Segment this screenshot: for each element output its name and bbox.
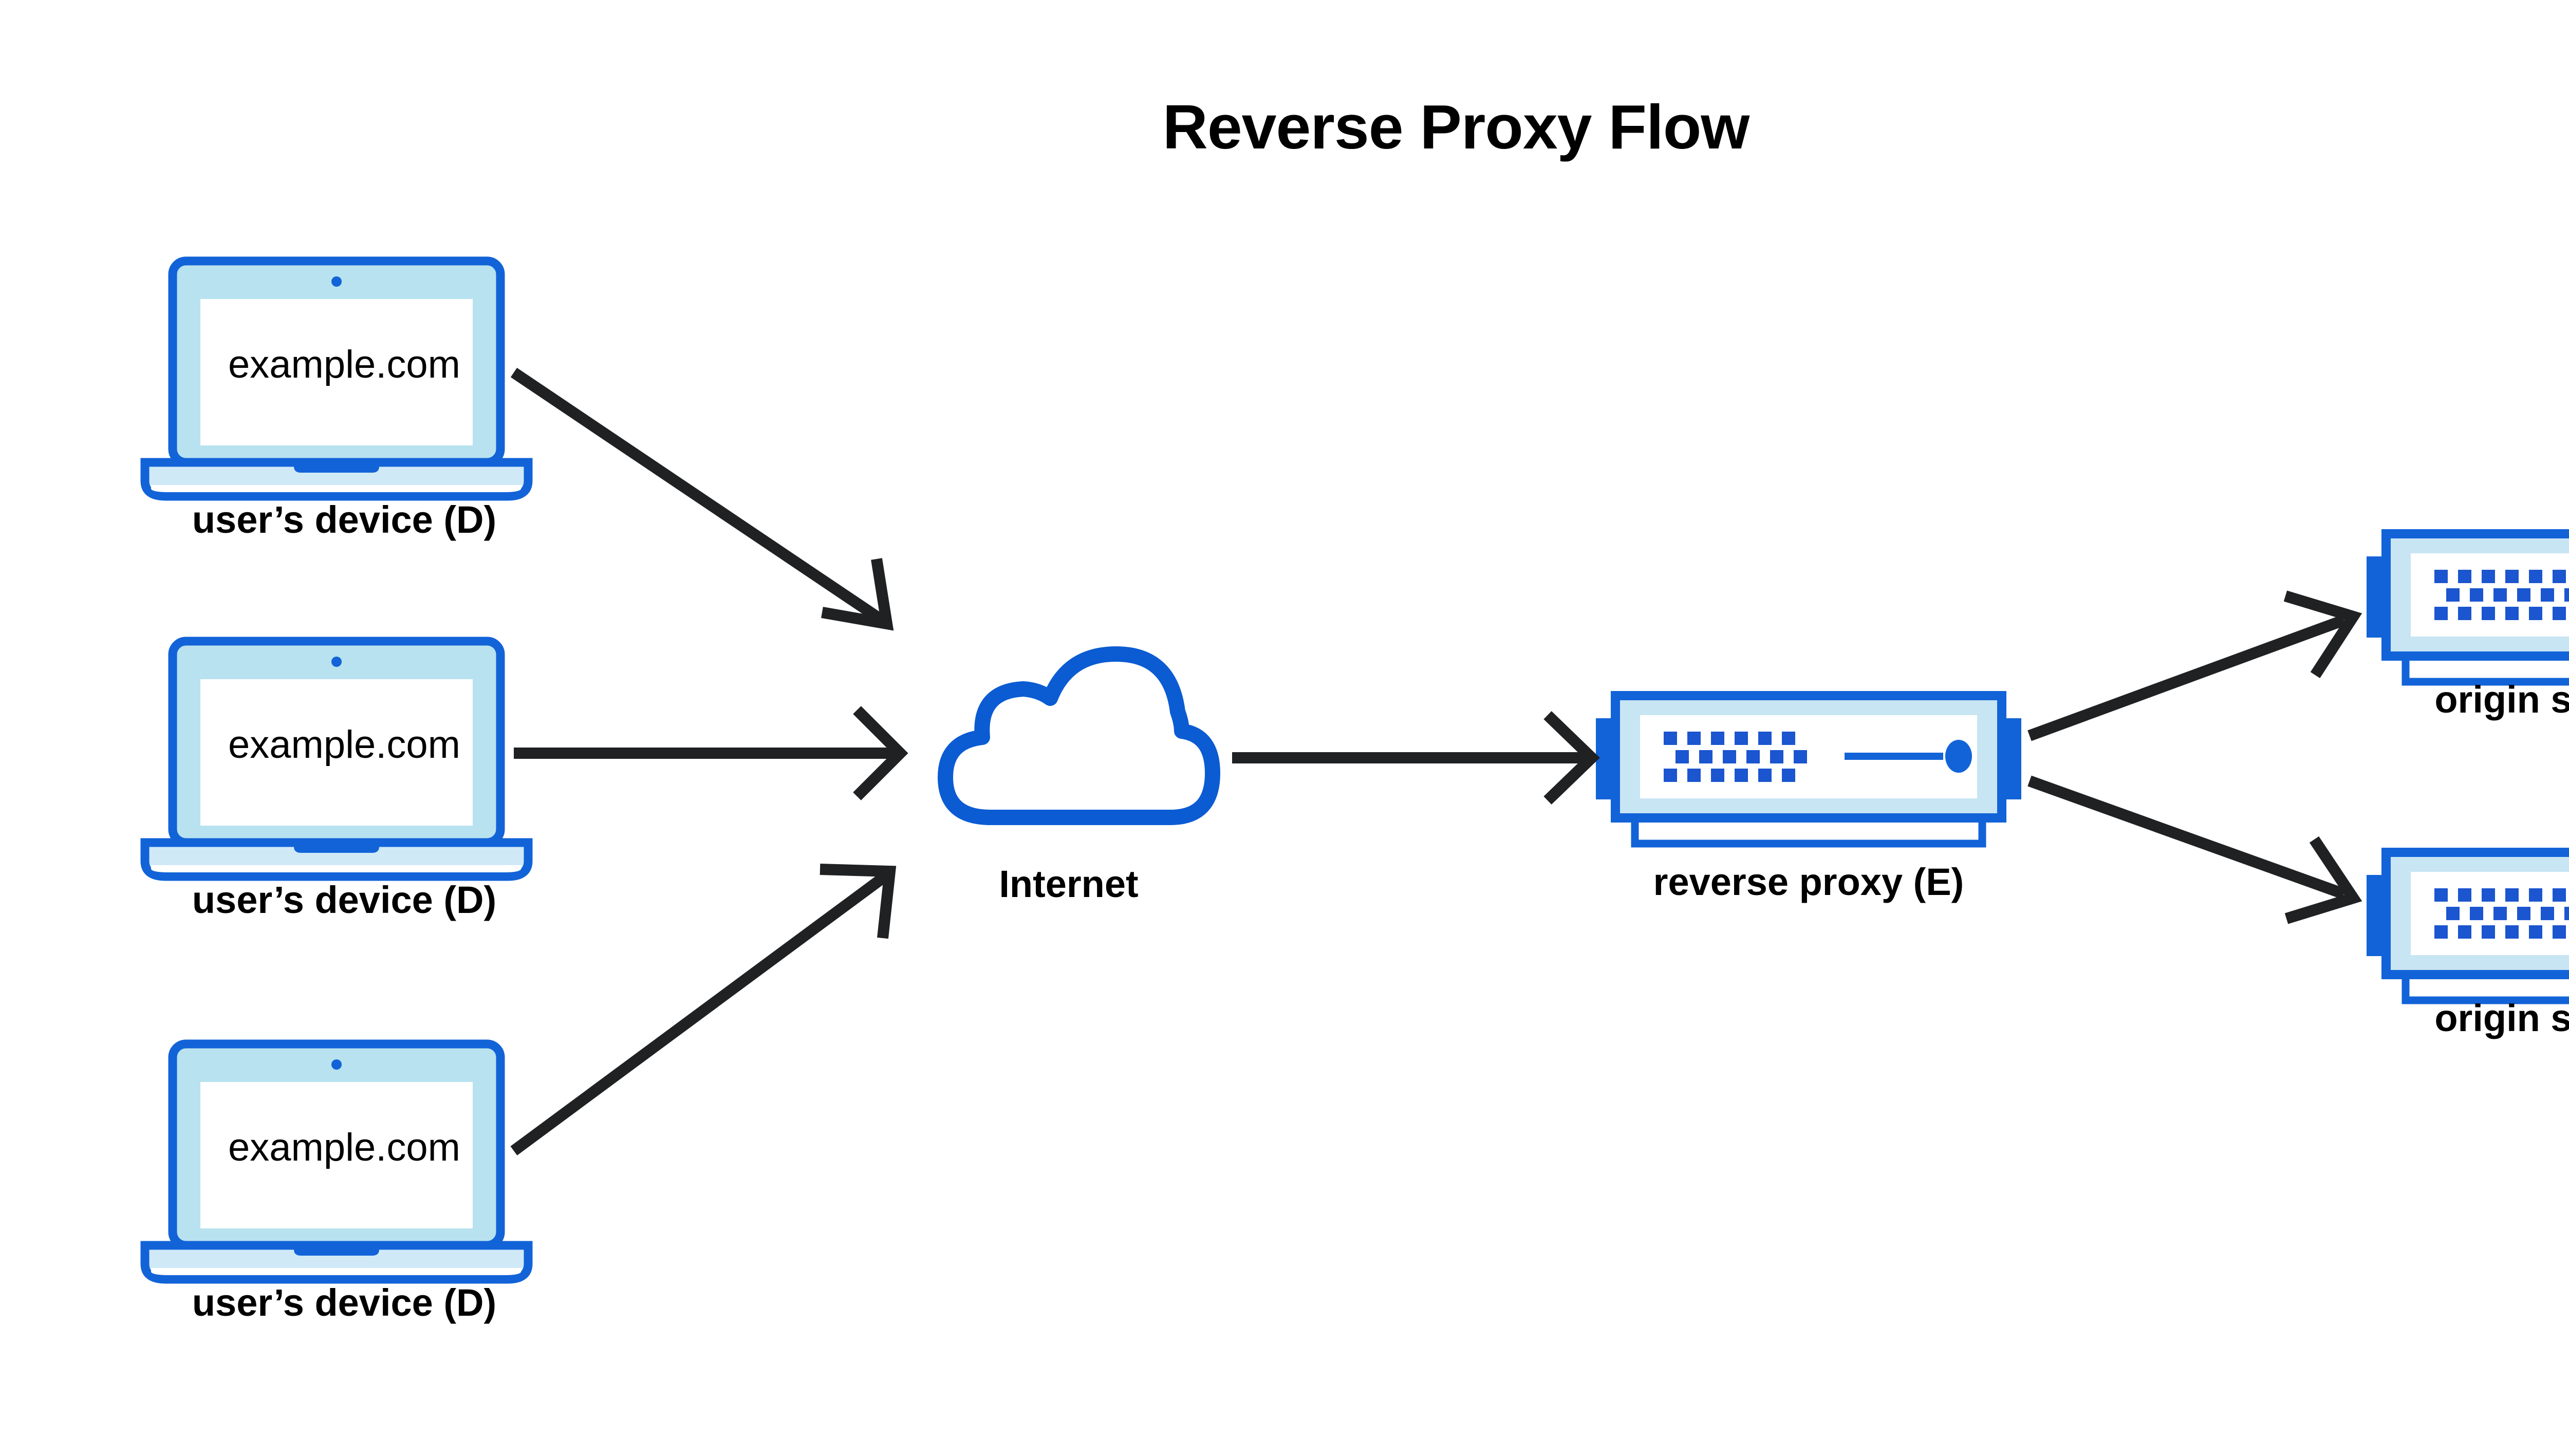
label-device-middle: user’s device (D) (192, 879, 497, 921)
screen-text-device-middle: example.com (228, 723, 460, 767)
arrow-icon-internet-to-reverse-proxy (1232, 711, 1600, 805)
screen-text-device-top: example.com (228, 343, 460, 386)
server-icon-origin-bottom (2367, 852, 2569, 1000)
server-icon-origin-top (2367, 534, 2569, 682)
label-reverse-proxy: reverse proxy (E) (1653, 861, 1964, 903)
arrow-icon-proxy-to-origin-bottom (2027, 775, 2362, 924)
server-icon-reverse-proxy (1596, 696, 2021, 844)
screen-text-device-bottom: example.com (228, 1126, 460, 1169)
label-origin-server-top: origin server (F) (2434, 678, 2569, 721)
label-device-bottom: user’s device (D) (192, 1281, 497, 1324)
cloud-icon-internet (945, 654, 1213, 817)
arrow-icon-device-bottom-to-internet (510, 864, 897, 1155)
arrow-icon-proxy-to-origin-top (2027, 590, 2362, 741)
arrow-icon-device-middle-to-internet (514, 706, 908, 800)
label-device-top: user’s device (D) (192, 498, 497, 541)
label-internet-cloud: Internet (999, 863, 1139, 905)
label-origin-server-bottom: origin server (F) (2434, 997, 2569, 1039)
page-title: Reverse Proxy Flow (1162, 92, 1750, 162)
arrow-icon-device-top-to-internet (510, 367, 894, 631)
